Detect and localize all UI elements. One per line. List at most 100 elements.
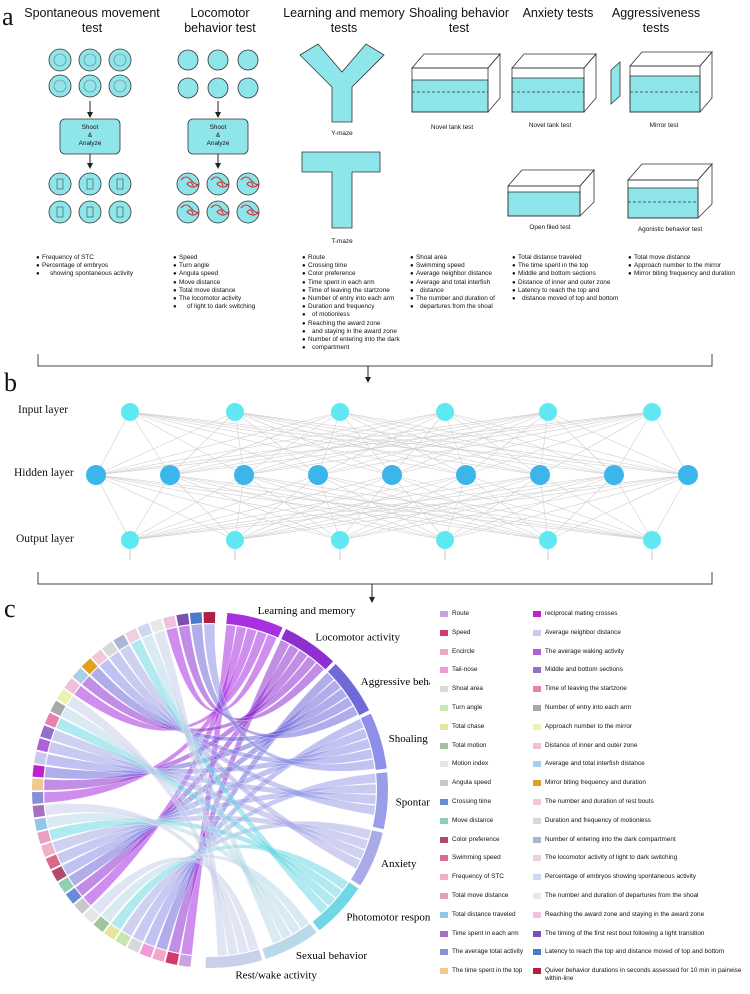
legend-label: Percentage of embryos showing spontaneou… <box>545 873 696 881</box>
list-item: Speed <box>173 254 255 262</box>
nn-edge <box>234 411 245 476</box>
legend-swatch <box>533 686 541 693</box>
nn-edge <box>243 411 446 476</box>
list-item: Number of entry into each arm <box>302 295 400 303</box>
list-item: Distance of inner and outer zone <box>512 279 618 287</box>
nn-edge <box>243 411 549 476</box>
nn-edge <box>234 474 541 541</box>
category-label: Rest/wake activity <box>235 969 317 981</box>
legend-item: Angula speed <box>440 779 491 787</box>
input-node <box>331 403 349 421</box>
legend-swatch <box>533 949 541 956</box>
chord-ribbon <box>48 741 377 805</box>
legend-swatch <box>533 780 541 787</box>
legend-item: Reaching the award zone and staying in t… <box>533 911 704 919</box>
nn-edge <box>169 411 549 476</box>
list-item: and staying in the award zone <box>302 328 400 336</box>
legend-label: Average and total interfish distance <box>545 760 645 768</box>
measure-arc <box>37 830 51 845</box>
nn-edge <box>465 411 653 476</box>
nn-edge <box>317 474 341 541</box>
legend-item: Move distance <box>440 817 493 825</box>
legend-swatch <box>533 723 541 730</box>
list-item: of light to dark switching <box>173 303 255 311</box>
list-item: departures from the shoal <box>410 303 495 311</box>
list-item: Move distance <box>173 279 255 287</box>
legend-item: The time spent in the top <box>440 967 522 975</box>
category-arc <box>327 663 370 716</box>
legend-label: Encircle <box>452 647 475 655</box>
category-arc <box>262 923 317 960</box>
legend-item: The average waking activity <box>533 648 624 656</box>
legend-swatch <box>440 629 448 636</box>
list-spontaneous: Frequency of STC Percentage of embryos s… <box>36 254 133 279</box>
measure-arc <box>139 943 155 958</box>
nn-edge <box>129 411 319 476</box>
nn-edge <box>317 411 446 476</box>
legend-swatch <box>533 742 541 749</box>
legend-swatch <box>440 780 448 787</box>
nn-edge <box>391 411 653 476</box>
legend-item: Middle and bottom sections <box>533 666 623 674</box>
nn-edge <box>129 474 393 541</box>
measure-arc <box>125 628 141 644</box>
legend-label: Motion index <box>452 760 489 768</box>
nn-edge <box>444 474 615 541</box>
measure-arc <box>93 916 110 932</box>
nn-edge <box>243 474 341 541</box>
chord-ribbon <box>203 623 375 772</box>
legend-item: Quiver behavior durations in seconds ass… <box>533 967 750 982</box>
legend-swatch <box>440 686 448 693</box>
legend-label: Approach number to the mirror <box>545 722 633 730</box>
legend-label: The number and duration of departures fr… <box>545 892 699 899</box>
legend-swatch <box>440 893 448 899</box>
legend-label: Route <box>452 610 470 617</box>
legend-item: Number of entering into the dark compart… <box>533 836 676 844</box>
legend-swatch <box>440 723 448 730</box>
list-item: Latency to reach the top and <box>512 287 618 295</box>
legend-label: Number of entry into each arm <box>545 704 632 711</box>
measure-arc <box>56 689 73 705</box>
legend-item: Average neighbor distance <box>533 629 621 637</box>
legend-item: Latency to reach the top and distance mo… <box>533 948 724 956</box>
legend-item: Frequency of STC <box>440 873 504 881</box>
nn-edge <box>465 474 653 541</box>
legend-label: The average total activity <box>452 948 524 956</box>
legend-item: Time of leaving the startzone <box>533 685 627 693</box>
box1-line2: & <box>87 132 93 139</box>
list-item: Swimming speed <box>410 262 495 270</box>
legend-label: Number of entering into the dark compart… <box>545 835 676 843</box>
chord-ribbon <box>44 803 249 954</box>
legend-swatch <box>440 836 448 843</box>
category-arc <box>281 629 334 670</box>
measure-arc <box>81 658 98 675</box>
list-aggressiveness: Total move distance Approach number to t… <box>628 254 735 279</box>
input-node <box>121 403 139 421</box>
nn-edge <box>317 474 446 541</box>
measure-arc <box>51 866 67 882</box>
output-layer-label: Output layer <box>16 533 74 545</box>
t-maze <box>301 151 381 229</box>
nn-edge <box>129 474 615 541</box>
measure-arc <box>65 887 82 904</box>
nn-edge <box>129 474 171 541</box>
shoaling-tank <box>411 52 501 113</box>
hidden-node <box>308 465 328 485</box>
nn-edge <box>444 411 467 476</box>
hidden-node <box>604 465 624 485</box>
nn-edge <box>444 474 467 541</box>
hidden-node <box>86 465 106 485</box>
nn-edge <box>317 474 653 541</box>
measure-arc <box>149 618 165 633</box>
chord-ribbon <box>62 728 368 876</box>
list-item: Crossing time <box>302 262 400 270</box>
shoot-analyze-label-2: Shoot & Analyze <box>188 124 248 148</box>
nn-edge <box>234 411 541 476</box>
legend-swatch <box>533 855 541 862</box>
legend-swatch <box>440 705 448 711</box>
legend-item: Swimming speed <box>440 854 501 862</box>
nn-edge <box>234 474 393 541</box>
nn-edge <box>129 411 393 476</box>
chord-ribbon <box>130 638 329 914</box>
output-node <box>226 531 244 549</box>
